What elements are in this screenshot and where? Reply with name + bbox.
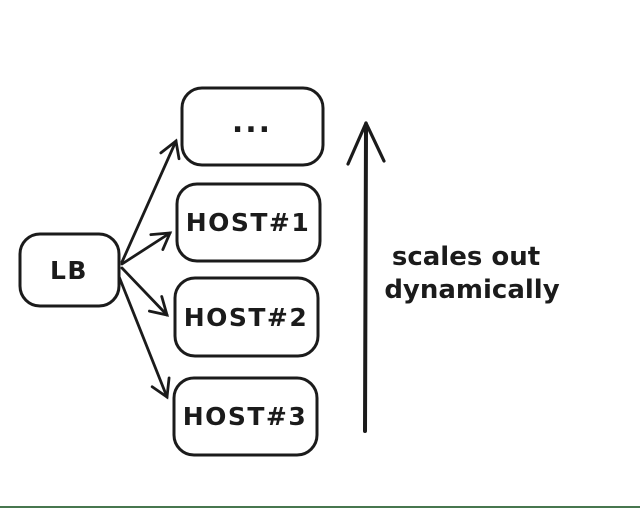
scale-annotation-line2: dynamically: [384, 275, 559, 305]
host-node-2-box: [173, 276, 320, 358]
host-node-2: HOST#2: [173, 276, 320, 358]
scale-out-arrow-head-left: [346, 121, 368, 166]
scale-annotation-line1: scales out: [392, 242, 540, 272]
host-node-ellipsis-label: ...: [232, 105, 272, 140]
lb-node: LB: [18, 232, 121, 308]
scale-out-arrow-shaft: [363, 126, 368, 433]
host-node-1-box: [175, 182, 322, 263]
arrow-lb-to-host3: [116, 272, 171, 400]
host-node-ellipsis-box: [180, 86, 325, 167]
footer-divider-line: [0, 506, 640, 508]
scale-annotation: scales out dynamically: [384, 242, 559, 305]
host-node-3-box: [172, 376, 319, 457]
arrow-lb-to-host1: [120, 231, 173, 266]
lb-node-label: LB: [50, 256, 88, 285]
lb-node-box: [18, 232, 121, 308]
arrow-lb-to-host2: [120, 266, 169, 317]
host-node-ellipsis: ...: [180, 86, 325, 167]
host-node-3-label: HOST#3: [183, 402, 308, 431]
host-node-1-label: HOST#1: [186, 208, 311, 237]
scale-out-arrow-head-right: [364, 121, 386, 163]
scale-out-arrow: [346, 121, 386, 433]
host-node-3: HOST#3: [172, 376, 319, 457]
host-node-2-label: HOST#2: [184, 303, 309, 332]
arrow-lb-to-ellipsis: [120, 138, 181, 264]
host-node-1: HOST#1: [175, 182, 322, 263]
